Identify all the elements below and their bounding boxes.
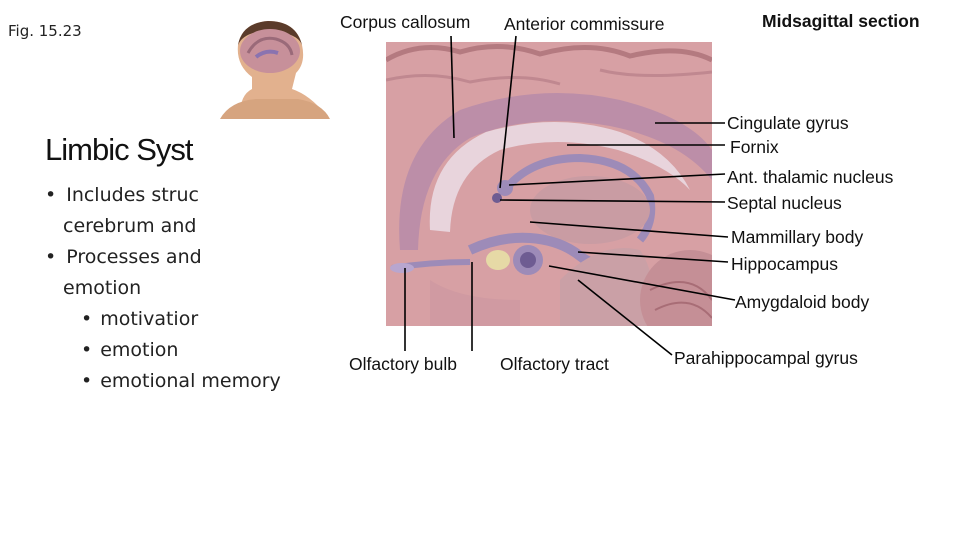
label-septal-nucleus: Septal nucleus	[727, 193, 842, 213]
bullet-continuation: emotion	[45, 273, 281, 304]
figure-label: Fig. 15.23	[8, 22, 82, 40]
slide-title: Limbic Syst	[45, 132, 193, 167]
bullet-text: cerebrum and	[63, 215, 197, 237]
bullet-glyph: •	[81, 370, 93, 392]
head-thumbnail-icon	[220, 21, 330, 119]
bullet-glyph: •	[45, 246, 57, 268]
bullet-glyph: •	[81, 339, 93, 361]
label-parahippocampal-gyrus: Parahippocampal gyrus	[674, 348, 858, 368]
bullet-continuation: cerebrum and	[45, 211, 281, 242]
leader-lines	[404, 35, 736, 356]
label-olfactory-tract: Olfactory tract	[500, 354, 609, 374]
bullet-text: Includes struc	[66, 184, 199, 206]
bullet-item: • Includes struc	[45, 180, 281, 211]
bullet-text: emotional memory	[100, 370, 281, 392]
sub-bullet-item: • emotion	[45, 335, 281, 366]
label-ant-thalamic-nucleus: Ant. thalamic nucleus	[727, 167, 894, 187]
label-hippocampus: Hippocampus	[731, 254, 838, 274]
bullet-item: • Processes and	[45, 242, 281, 273]
label-amygdaloid-body: Amygdaloid body	[735, 292, 870, 312]
bullet-text: emotion	[63, 277, 142, 299]
sub-bullet-item: • emotional memory	[45, 366, 281, 397]
diagram-overlay-mask	[200, 125, 383, 335]
bullet-glyph: •	[81, 308, 93, 330]
diagram-heading: Midsagittal section	[762, 11, 920, 31]
brain-illustration	[386, 42, 712, 326]
label-corpus-callosum: Corpus callosum	[340, 12, 471, 32]
bullet-glyph: •	[45, 184, 57, 206]
label-mammillary-body: Mammillary body	[731, 227, 864, 247]
bullet-text: emotion	[100, 339, 179, 361]
bullet-text: Processes and	[66, 246, 202, 268]
sub-bullet-item: • motivatior	[45, 304, 281, 335]
label-fornix: Fornix	[730, 137, 779, 157]
label-cingulate-gyrus: Cingulate gyrus	[727, 113, 849, 133]
label-anterior-commissure: Anterior commissure	[504, 14, 665, 34]
bullet-text: motivatior	[100, 308, 199, 330]
label-olfactory-bulb: Olfactory bulb	[349, 354, 457, 374]
bullet-list: • Includes struc cerebrum and • Processes …	[45, 180, 281, 397]
